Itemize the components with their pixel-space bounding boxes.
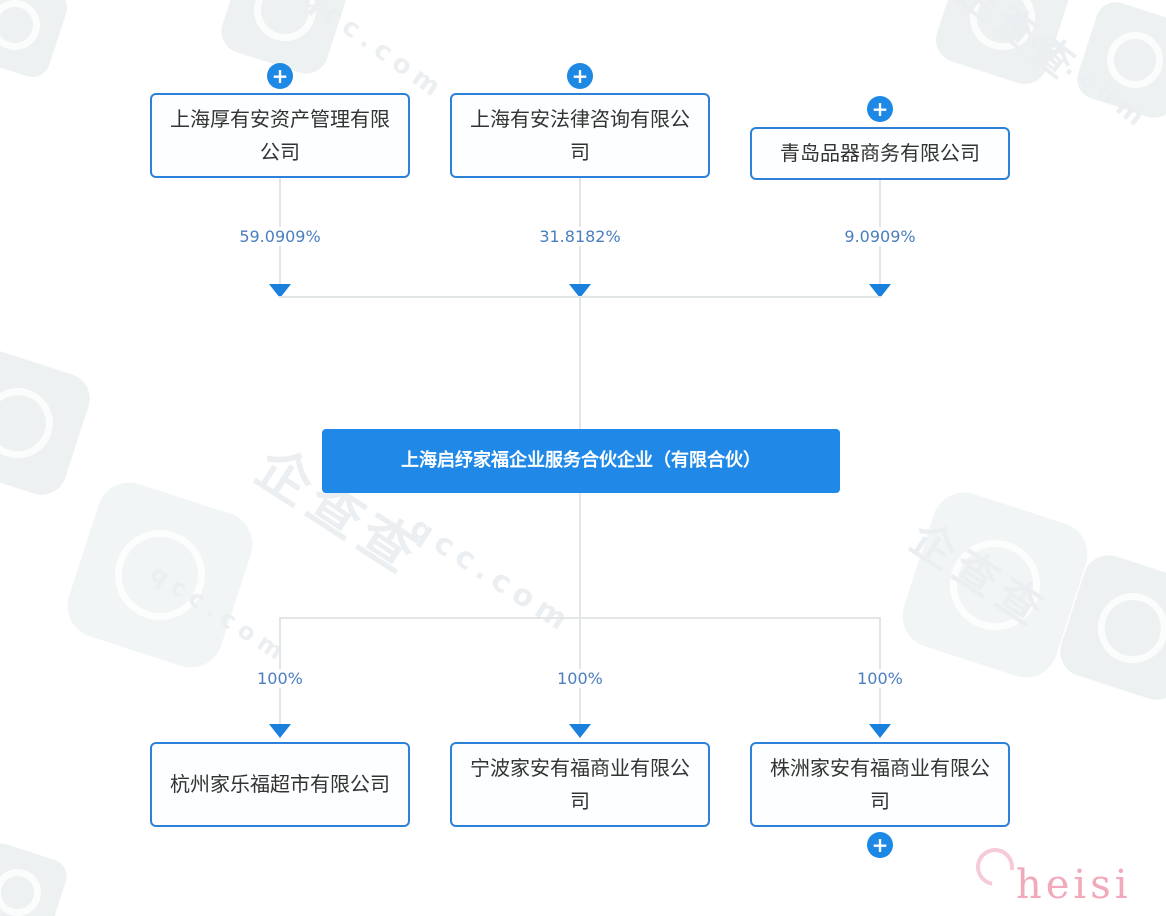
arrow-down-icon — [569, 724, 591, 738]
expand-plus-icon[interactable]: + — [567, 63, 593, 89]
company-name: 宁波家安有福商业有限公司 — [470, 756, 690, 813]
parent-company-node-3[interactable]: 青岛品器商务有限公司 — [750, 127, 1010, 180]
arrow-down-icon — [269, 284, 291, 298]
arrow-down-icon — [869, 284, 891, 298]
subsidiary-company-node-3[interactable]: 株洲家安有福商业有限公司 — [750, 742, 1010, 827]
arrow-down-icon — [269, 724, 291, 738]
company-name: 株洲家安有福商业有限公司 — [770, 756, 990, 813]
signature-watermark: heisi — [1016, 862, 1132, 908]
subsidiary-company-node-1[interactable]: 杭州家乐福超市有限公司 — [150, 742, 410, 827]
company-name: 杭州家乐福超市有限公司 — [170, 772, 390, 797]
ownership-percent-label[interactable]: 100% — [551, 669, 609, 688]
ownership-percent-label[interactable]: 100% — [251, 669, 309, 688]
expand-plus-icon[interactable]: + — [267, 63, 293, 89]
subsidiary-company-node-2[interactable]: 宁波家安有福商业有限公司 — [450, 742, 710, 827]
parent-company-node-2[interactable]: 上海有安法律咨询有限公司 — [450, 93, 710, 178]
company-name: 上海启纾家福企业服务合伙企业（有限合伙） — [401, 450, 761, 472]
company-name: 青岛品器商务有限公司 — [780, 141, 980, 166]
company-name: 上海厚有安资产管理有限公司 — [170, 107, 390, 164]
parent-company-node-1[interactable]: 上海厚有安资产管理有限公司 — [150, 93, 410, 178]
connector-line — [579, 296, 581, 429]
arrow-down-icon — [569, 284, 591, 298]
ownership-percent-label[interactable]: 9.0909% — [838, 227, 922, 246]
ownership-percent-label[interactable]: 31.8182% — [533, 227, 627, 246]
connector-line — [579, 493, 581, 618]
connector-line — [279, 617, 881, 619]
arrow-down-icon — [869, 724, 891, 738]
ownership-percent-label[interactable]: 100% — [851, 669, 909, 688]
ownership-percent-label[interactable]: 59.0909% — [233, 227, 327, 246]
focus-company-node[interactable]: 上海启纾家福企业服务合伙企业（有限合伙） — [322, 429, 840, 493]
expand-plus-icon[interactable]: + — [867, 96, 893, 122]
expand-plus-icon[interactable]: + — [867, 832, 893, 858]
company-name: 上海有安法律咨询有限公司 — [470, 107, 690, 164]
